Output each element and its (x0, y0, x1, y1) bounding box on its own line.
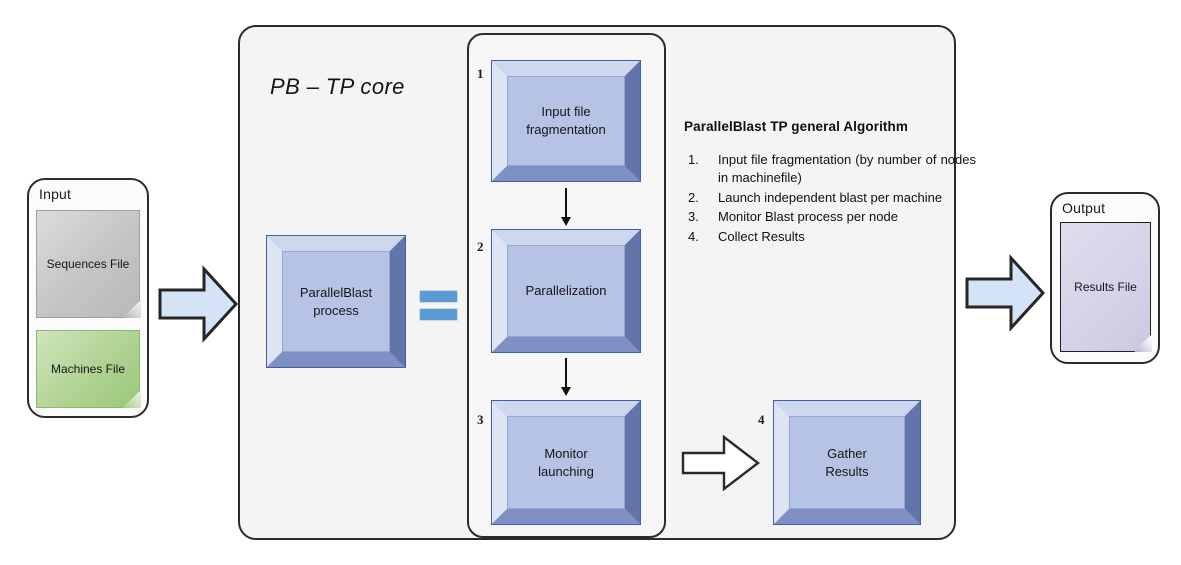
output-panel-label: Output (1062, 200, 1106, 216)
box-bevel-bottom (267, 352, 405, 367)
box-bevel-bottom (492, 509, 640, 524)
box-bevel-left (267, 236, 282, 367)
algorithm-list-item: 3. Monitor Blast process per node (684, 208, 976, 226)
list-text: Monitor Blast process per node (718, 209, 898, 225)
box-bevel-left (774, 401, 789, 524)
box-bevel-right (625, 230, 640, 352)
box-label: Monitor launching (538, 445, 594, 479)
box-face: Monitor launching (507, 416, 625, 509)
box-bevel-right (390, 236, 405, 367)
document-label: Sequences File (46, 257, 130, 271)
document-sequences-file: Sequences File (36, 210, 140, 318)
list-marker: 2. (688, 189, 699, 205)
step-number-1: 1 (477, 66, 484, 81)
document-results-file: Results File (1060, 222, 1151, 352)
box-bevel-right (625, 401, 640, 524)
box-label: Input file fragmentation (526, 104, 606, 137)
document-label: Machines File (50, 362, 126, 376)
algorithm-list-item: 2. Launch independent blast per machine (684, 189, 976, 207)
algorithm-block: ParallelBlast TP general Algorithm 1. In… (684, 119, 976, 247)
box-bevel-top (492, 61, 640, 76)
algorithm-list: 1. Input file fragmentation (by number o… (684, 151, 976, 246)
document-machines-file: Machines File (36, 330, 140, 408)
box-bevel-top (774, 401, 920, 416)
algorithm-title: ParallelBlast TP general Algorithm (684, 119, 908, 134)
box-label: Gather Results (825, 445, 869, 479)
document-label: Results File (1074, 280, 1137, 294)
arrow-shaft (565, 188, 567, 218)
step-box-gather-results: Gather Results (773, 400, 921, 525)
box-bevel-top (492, 401, 640, 416)
box-face: ParallelBlast process (282, 251, 390, 352)
list-marker: 4. (688, 228, 699, 244)
step-number-4: 4 (758, 412, 765, 427)
process-box-parallelblast: ParallelBlast process (266, 235, 406, 368)
list-text: Launch independent blast per machine (718, 189, 943, 205)
step-box-parallelization: Parallelization (491, 229, 641, 353)
arrow-step1-to-step2 (558, 188, 574, 226)
box-bevel-bottom (492, 337, 640, 352)
box-bevel-bottom (492, 166, 640, 181)
box-face: Input file fragmentation (507, 76, 625, 166)
step-box-input-file-fragmentation: Input file fragmentation (491, 60, 641, 182)
arrow-core-to-output (963, 252, 1047, 334)
box-bevel-top (492, 230, 640, 245)
arrow-head (561, 387, 571, 396)
arrow-shaft (565, 358, 567, 388)
box-bevel-bottom (774, 509, 920, 524)
arrow-input-to-core (156, 263, 240, 345)
box-bevel-right (625, 61, 640, 181)
box-bevel-left (492, 401, 507, 524)
algorithm-list-item: 1. Input file fragmentation (by number o… (684, 151, 976, 188)
equals-sign-bottom-bar (419, 308, 458, 321)
list-text: Collect Results (718, 228, 805, 244)
list-text: Input file fragmentation (by number of n… (718, 152, 976, 186)
box-bevel-top (267, 236, 405, 251)
arrow-monitor-to-gather (680, 432, 762, 494)
box-bevel-right (905, 401, 920, 524)
core-title: PB – TP core (270, 74, 405, 99)
input-panel-label: Input (39, 186, 72, 202)
box-bevel-left (492, 230, 507, 352)
arrow-step2-to-step3 (558, 358, 574, 396)
step-box-monitor-launching: Monitor launching (491, 400, 641, 525)
step-number-2: 2 (477, 239, 484, 254)
step-number-3: 3 (477, 412, 484, 427)
box-label: ParallelBlast process (299, 284, 373, 318)
equals-sign-top-bar (419, 290, 458, 303)
algorithm-list-item: 4. Collect Results (684, 228, 976, 246)
list-marker: 3. (688, 209, 699, 225)
box-face: Parallelization (507, 245, 625, 337)
arrow-head (561, 217, 571, 226)
box-label: Parallelization (525, 283, 607, 299)
list-marker: 1. (688, 152, 699, 167)
box-face: Gather Results (789, 416, 905, 509)
box-bevel-left (492, 61, 507, 181)
